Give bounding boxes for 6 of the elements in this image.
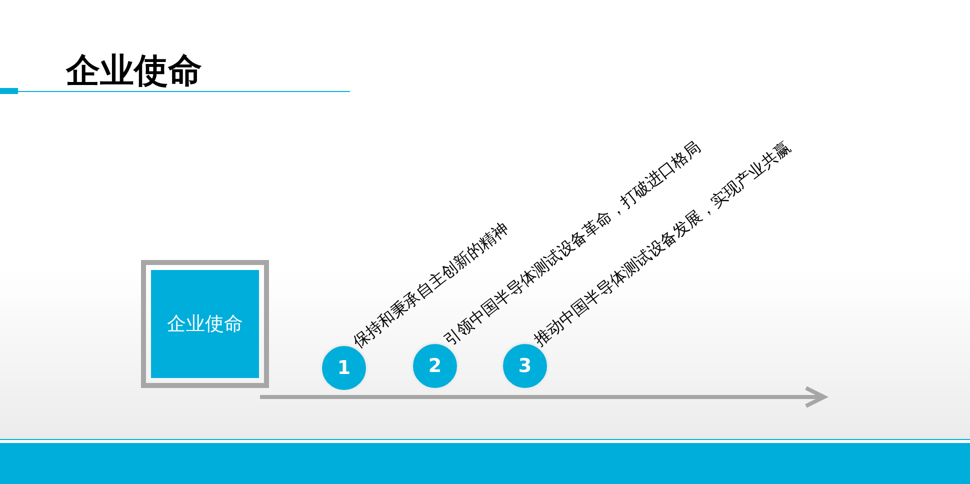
- heading-box: [141, 260, 269, 388]
- slide-title: 企业使命: [66, 50, 202, 93]
- step-number: 1: [337, 357, 351, 379]
- box-label: 企业使命: [167, 312, 243, 337]
- step-number: 3: [518, 355, 532, 377]
- step-number: 2: [428, 355, 442, 377]
